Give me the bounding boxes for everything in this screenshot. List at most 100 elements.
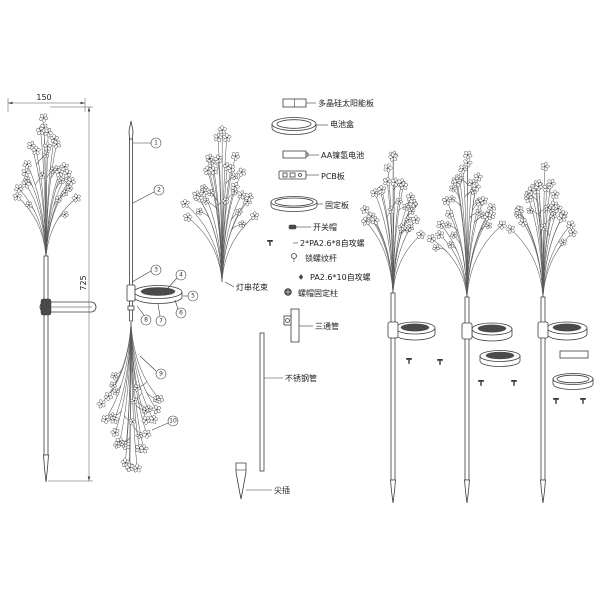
pipe-clamp [461, 322, 473, 340]
flower-center [114, 431, 117, 434]
flower-center [198, 210, 201, 213]
flower-center [205, 200, 207, 202]
flower [236, 167, 246, 177]
flower [432, 244, 440, 252]
flower-center [148, 407, 150, 410]
flower-center [445, 199, 448, 202]
flower-stem [187, 217, 223, 283]
flower [110, 372, 119, 380]
flower [71, 193, 81, 203]
solar-cell [485, 351, 515, 360]
flower-center [116, 444, 118, 446]
flower-center [202, 191, 205, 194]
flower [12, 191, 22, 201]
flower [207, 157, 216, 166]
flower-center [184, 202, 186, 205]
flower [51, 139, 61, 149]
flower [534, 182, 544, 192]
flower [463, 158, 473, 168]
exploded-plate-inner [556, 374, 590, 384]
flower-center [482, 199, 485, 202]
flower [110, 427, 120, 437]
callout-leader [167, 277, 178, 289]
flower-bouquet [96, 321, 165, 473]
flower [559, 238, 567, 247]
flower-center [447, 224, 449, 226]
tee-pipe-opening [285, 318, 290, 323]
flower [408, 198, 418, 208]
flower-center [210, 161, 212, 163]
flower-center [45, 153, 47, 156]
flower [24, 201, 33, 209]
flower-center [112, 384, 114, 386]
callout-leader [151, 422, 169, 431]
flower-center [63, 192, 66, 194]
flower-center [486, 215, 489, 218]
flower-center [30, 144, 33, 147]
flower [217, 125, 227, 135]
flower-center [392, 156, 394, 159]
flower-center [529, 209, 531, 212]
dimension-arrow [8, 101, 13, 105]
part-switch-cap: 开关帽 [288, 222, 337, 232]
flower-stem [431, 238, 468, 299]
flower-center [136, 467, 139, 470]
flower-center [131, 421, 134, 423]
flower-center [370, 215, 373, 218]
callout-number: 4 [179, 272, 183, 279]
assembled-light-dimensioned [12, 113, 97, 483]
solar-cell [400, 323, 430, 332]
flower-center [364, 208, 366, 211]
flower-center [535, 189, 538, 191]
flower [388, 152, 398, 162]
lower-connector [129, 300, 133, 322]
flower [455, 174, 463, 183]
flower [478, 196, 488, 206]
flower [57, 176, 65, 185]
switch-cap-shape [288, 224, 297, 230]
flower [513, 211, 522, 219]
flower-center [390, 209, 393, 211]
flower [406, 224, 414, 232]
flower-center [233, 190, 236, 193]
flower-center [478, 211, 480, 214]
flower-center [501, 224, 503, 226]
assembled-light-3 [505, 162, 594, 504]
callout-leader [136, 305, 145, 316]
flower-center [55, 143, 58, 146]
screw-icon [298, 274, 304, 280]
flower-stems [431, 154, 503, 299]
flower [230, 172, 238, 181]
part-pcb: PCB板 [278, 170, 345, 181]
flower [66, 177, 76, 187]
flower-center [230, 167, 232, 170]
flower [22, 175, 31, 184]
flower-center [471, 182, 473, 185]
flower-center [386, 180, 389, 183]
battery-shape [282, 150, 307, 159]
stake-rod [129, 138, 133, 288]
flower-stem [221, 215, 255, 283]
flower-center [212, 169, 215, 172]
ground-spike [464, 479, 470, 504]
flower [183, 212, 193, 222]
flower [196, 207, 204, 216]
callout-6: 6 [175, 307, 187, 319]
flower [49, 166, 57, 175]
flower-center [253, 215, 256, 217]
flower-center [373, 219, 376, 222]
flower-center [203, 187, 205, 189]
flower-center [142, 448, 145, 450]
callout-10: 10 [167, 415, 179, 427]
flower-center [155, 398, 158, 401]
callout-circle [155, 315, 167, 327]
flower-center [394, 181, 396, 184]
width-dimension-value: 150 [36, 93, 51, 102]
flower-center [233, 175, 236, 178]
flower-stem [45, 197, 77, 259]
steel-pipe-shape [259, 332, 265, 472]
flower [568, 228, 578, 238]
part-label: 螺帽固定柱 [298, 288, 338, 298]
flower [151, 404, 161, 415]
